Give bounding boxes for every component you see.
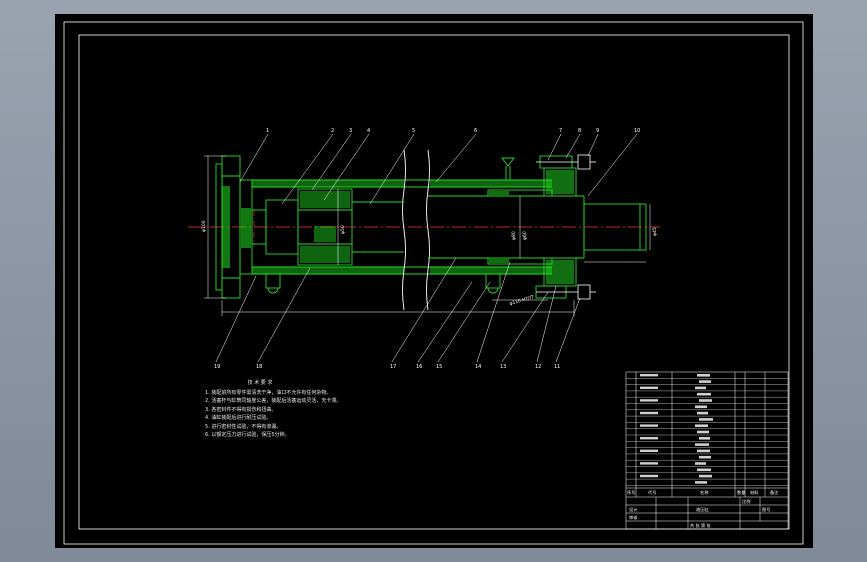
tb-text: 序号 xyxy=(627,489,635,496)
balloon: 17 xyxy=(390,364,396,370)
balloon: 14 xyxy=(475,364,481,370)
tb-text: 共 张 第 张 xyxy=(690,522,712,529)
balloon: 3 xyxy=(349,128,352,134)
parts-list-glyph xyxy=(697,449,710,453)
parts-list-glyph xyxy=(695,481,707,484)
balloon: 13 xyxy=(500,364,506,370)
break-lines xyxy=(402,149,430,311)
tech-note: 1. 装配前所有零件需清洗干净，油口不允许有任何杂物。 xyxy=(205,389,332,396)
balloon: 10 xyxy=(634,128,640,134)
parts-list-glyph xyxy=(697,392,711,396)
balloon: 11 xyxy=(554,364,560,370)
balloon: 4 xyxy=(367,128,370,134)
title-block xyxy=(625,371,789,530)
tb-text: 数量 xyxy=(737,489,745,496)
parts-list-glyph xyxy=(640,374,658,377)
parts-list-glyph xyxy=(640,449,658,452)
tb-text: 代号 xyxy=(648,489,656,496)
parts-list-glyph xyxy=(697,374,710,377)
dimension-text: φ50 xyxy=(340,225,346,234)
dimension-text: φ110 H7/f7 xyxy=(509,294,535,307)
gland-hatch xyxy=(489,170,574,284)
balloon: 12 xyxy=(535,364,541,370)
tb-text: 比例 xyxy=(742,498,750,505)
parts-list-glyph xyxy=(697,411,708,415)
parts-list-marks xyxy=(640,374,713,484)
cylinder-barrel xyxy=(252,179,552,275)
tb-text: 名称 xyxy=(700,489,708,496)
tb-text: 备注 xyxy=(770,489,779,496)
parts-list-rows xyxy=(626,378,788,486)
parts-list-glyph xyxy=(695,405,707,409)
balloon: 6 xyxy=(474,128,477,134)
balloon: 19 xyxy=(214,364,220,370)
balloon: 15 xyxy=(436,364,442,370)
parts-list-glyph xyxy=(640,437,658,440)
tb-text: 图号 xyxy=(762,507,770,513)
dimension-text: φ80 xyxy=(511,231,517,240)
balloon-numbers: 1 2 3 4 5 6 7 8 9 10 19 18 17 16 15 14 1… xyxy=(214,128,640,370)
parts-list-glyph xyxy=(640,462,658,465)
tb-text: 材料 xyxy=(750,489,759,496)
bolts xyxy=(536,154,596,300)
parts-list-glyph xyxy=(699,380,711,383)
parts-list-glyph xyxy=(640,399,658,402)
piston xyxy=(251,188,353,266)
balloon: 9 xyxy=(596,128,599,134)
parts-list-glyph xyxy=(695,386,706,390)
balloon: 7 xyxy=(559,128,562,134)
rear-cap-hatch xyxy=(222,186,251,268)
tech-note: 3. 各密封件不得有损伤和扭曲。 xyxy=(205,406,277,413)
parts-list-glyph xyxy=(640,424,658,427)
technical-notes: 技 术 要 求 1. 装配前所有零件需清洗干净，油口不允许有任何杂物。 2. 活… xyxy=(205,379,405,440)
parts-list-glyph xyxy=(640,474,658,478)
title-block-texts: 序号 代号 名称 数量 材料 备注 液压缸 比例 图号 设计 审核 共 张 第 … xyxy=(627,489,779,529)
tech-note: 2. 活塞杆与缸筒同轴度公差，装配后活塞运动灵活，无卡滞。 xyxy=(205,398,342,404)
dimension-text: φ60 xyxy=(522,231,528,240)
tech-note: 4. 油缸装配后进行耐压试验。 xyxy=(205,415,272,421)
balloon: 16 xyxy=(416,364,422,370)
parts-list-glyph xyxy=(697,468,711,472)
balloon: 18 xyxy=(256,364,262,370)
dimension-text: φ100 xyxy=(201,220,207,232)
piston-hatch xyxy=(300,191,350,263)
parts-list-glyph xyxy=(699,437,710,440)
tech-note: 5. 进行密封性试验，不得有渗漏。 xyxy=(205,423,282,430)
tech-notes-title: 技 术 要 求 xyxy=(247,380,273,386)
balloon: 2 xyxy=(331,128,334,134)
parts-list-glyph xyxy=(699,474,712,478)
dimension-lines xyxy=(204,155,651,316)
oil-ports xyxy=(265,157,515,294)
tb-text: 审核 xyxy=(629,514,638,521)
balloon: 8 xyxy=(578,128,581,134)
balloon: 1 xyxy=(266,128,269,134)
barrel-hatch xyxy=(252,180,552,274)
parts-list-glyph xyxy=(695,462,706,465)
parts-list-glyph xyxy=(640,411,658,415)
dimension-text: φ45 xyxy=(652,227,658,236)
drawing-sheet xyxy=(55,14,813,548)
inner-frame xyxy=(78,34,790,530)
outer-frame xyxy=(63,21,804,545)
tb-text: 液压缸 xyxy=(696,506,709,513)
leader-lines xyxy=(215,133,638,363)
tb-text: 设计 xyxy=(629,506,637,513)
parts-list-glyph xyxy=(699,455,711,459)
dimension-texts: φ100 φ50 φ80 φ60 φ45 φ110 H7/f7 xyxy=(201,220,658,307)
parts-list-glyph xyxy=(695,424,708,427)
balloon: 5 xyxy=(412,128,415,134)
parts-list-glyph xyxy=(699,418,713,421)
parts-list-glyph xyxy=(697,430,709,434)
parts-list-glyph xyxy=(699,399,712,402)
parts-list-glyph xyxy=(695,443,709,446)
tech-note: 6. 以额定压力进行试验，保压5分钟。 xyxy=(205,432,290,438)
parts-list-glyph xyxy=(640,386,658,389)
